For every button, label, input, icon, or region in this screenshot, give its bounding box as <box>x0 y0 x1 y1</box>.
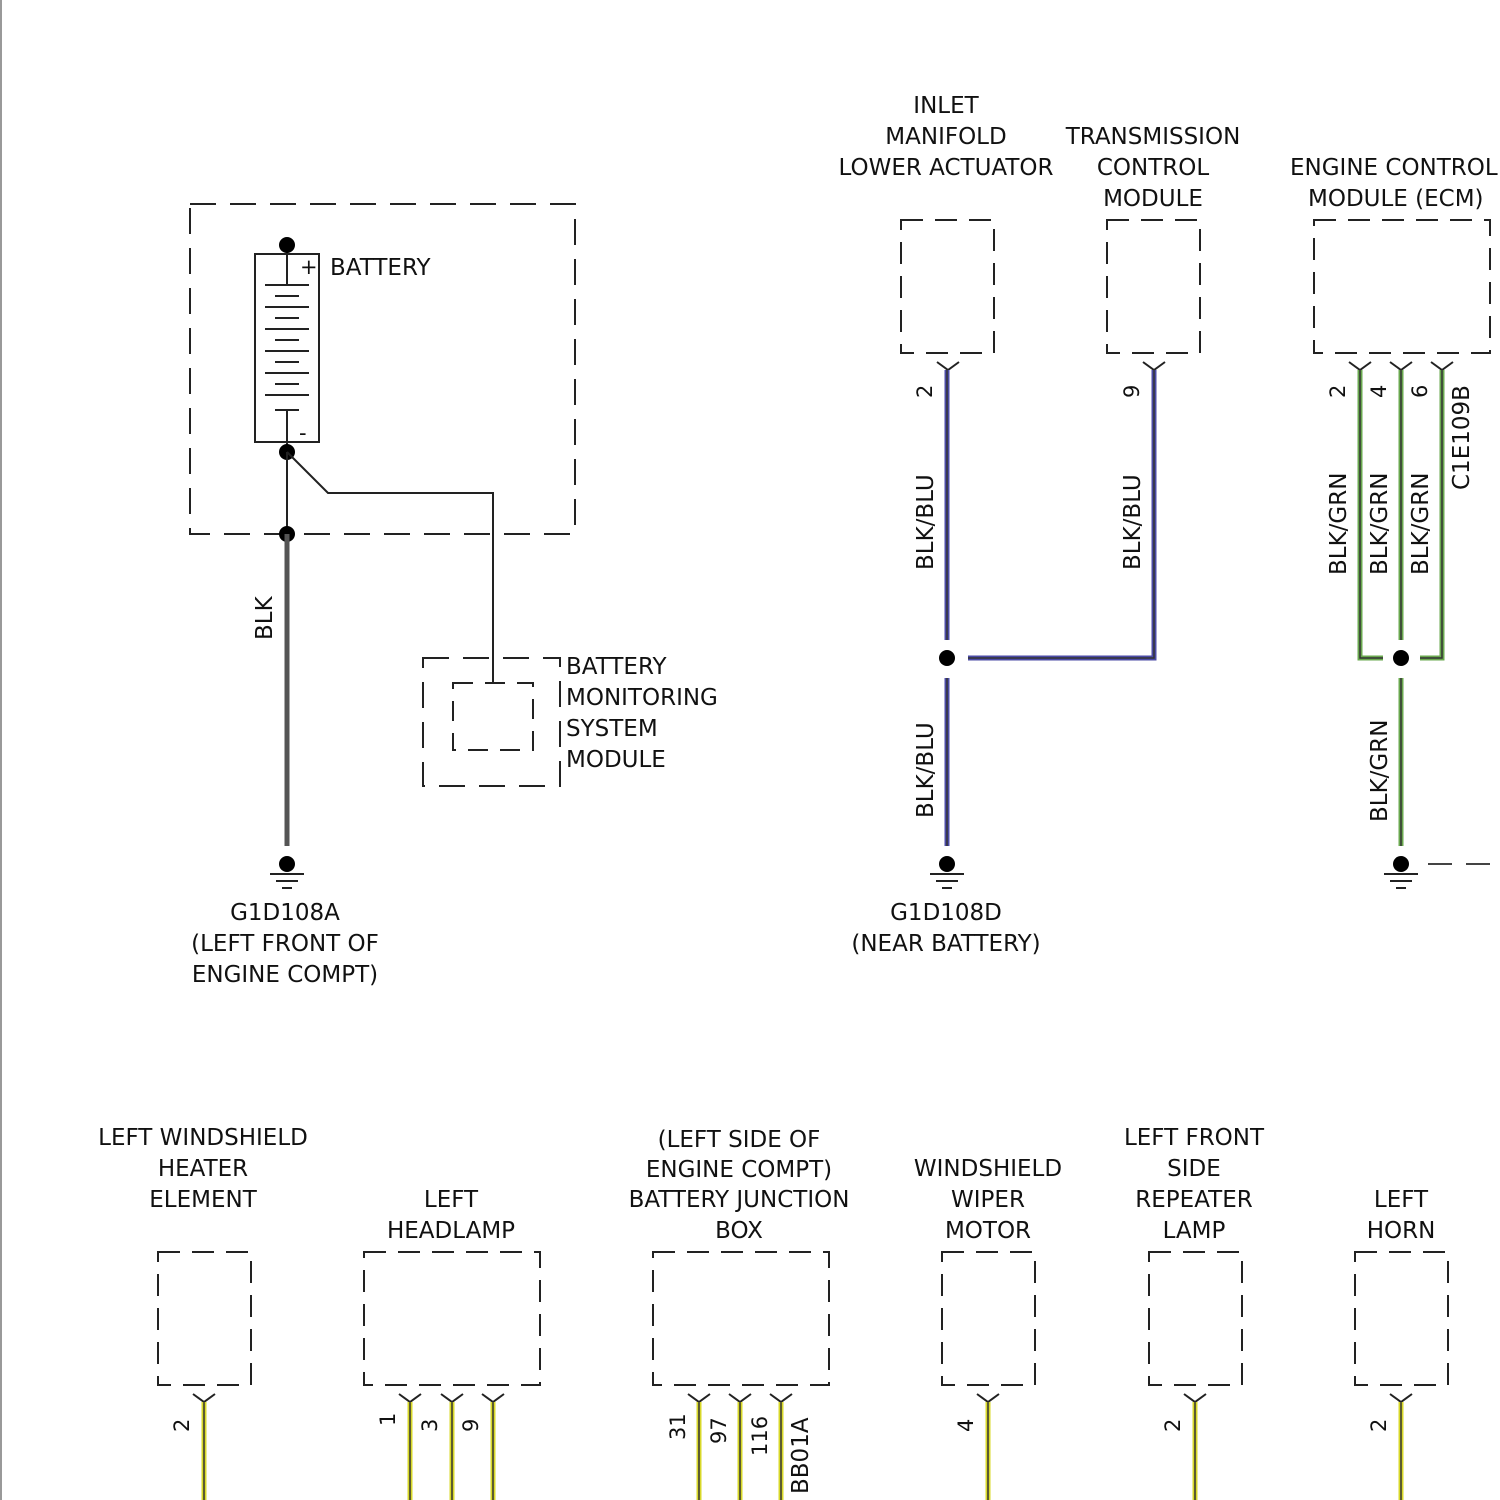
repeater-label-4: LAMP <box>1163 1218 1226 1244</box>
bms-inner-box <box>453 683 533 750</box>
battery-label: BATTERY <box>330 255 431 281</box>
pin-inlet: 2 <box>913 385 937 398</box>
pin-ecm-3: 6 <box>1408 385 1432 398</box>
ecm-box <box>1314 220 1490 353</box>
pin-repeater: 2 <box>1161 1419 1185 1432</box>
tcm-label-2: CONTROL <box>1097 155 1210 181</box>
bms-label-1: BATTERY <box>566 654 667 680</box>
pin-junction-box-3: 116 <box>748 1416 772 1456</box>
windshield-heater-label-2: HEATER <box>158 1156 248 1182</box>
junction-box-group: (LEFT SIDE OF ENGINE COMPT) BATTERY JUNC… <box>629 1127 850 1500</box>
splice-dot <box>939 650 955 666</box>
junction-box-label-3: BATTERY JUNCTION <box>629 1187 850 1213</box>
junction-box-connector-label: BB01A <box>788 1417 814 1494</box>
pin-headlamp-3: 9 <box>459 1419 483 1432</box>
horn-group: LEFT HORN 2 <box>1355 1187 1448 1500</box>
ecm-group: ENGINE CONTROL MODULE (ECM) 2 4 6 C1E109… <box>1290 155 1500 888</box>
ground-label-1: G1D108D <box>890 900 1002 926</box>
inlet-label-1: INLET <box>913 93 979 119</box>
inlet-label-2: MANIFOLD <box>885 124 1006 150</box>
battery-minus-label: - <box>299 421 307 445</box>
pin-ecm-2: 4 <box>1367 385 1391 398</box>
bms-enclosure <box>423 658 560 786</box>
pin-junction-box-2: 97 <box>707 1417 731 1444</box>
windshield-heater-group: LEFT WINDSHIELD HEATER ELEMENT 2 <box>98 1125 308 1500</box>
headlamp-group: LEFT HEADLAMP 1 3 9 <box>364 1187 540 1500</box>
bms-label-4: MODULE <box>566 747 666 773</box>
ground-label-1: G1D108A <box>230 900 340 926</box>
inlet-tcm-group: INLET MANIFOLD LOWER ACTUATOR TRANSMISSI… <box>838 93 1240 957</box>
wire-label-blk-blu: BLK/BLU <box>913 474 939 570</box>
windshield-heater-box <box>158 1252 251 1385</box>
ecm-label-2: MODULE (ECM) <box>1308 186 1484 212</box>
pin-tcm: 9 <box>1120 385 1144 398</box>
wiper-label-1: WINDSHIELD <box>914 1156 1062 1182</box>
ground-label-3: ENGINE COMPT) <box>192 962 378 988</box>
ecm-connector-label: C1E109B <box>1449 385 1475 490</box>
wiper-group: WINDSHIELD WIPER MOTOR 4 <box>914 1156 1062 1500</box>
wire-label-blk-grn: BLK/GRN <box>1367 720 1393 822</box>
inlet-label-3: LOWER ACTUATOR <box>838 155 1053 181</box>
splice-dot <box>1393 650 1409 666</box>
repeater-label-3: REPEATER <box>1135 1187 1252 1213</box>
bms-sense-wire <box>287 452 493 683</box>
ground-icon <box>930 856 964 888</box>
bms-label-2: MONITORING <box>566 685 718 711</box>
wire-label-blk-grn: BLK/GRN <box>1367 473 1393 575</box>
headlamp-label-2: HEADLAMP <box>387 1218 515 1244</box>
battery-group: + - BATTERY BLK BATTERY MONITORING SYSTE… <box>190 204 718 988</box>
wire-label-blk-grn: BLK/GRN <box>1408 473 1434 575</box>
pin-ecm-1: 2 <box>1326 385 1350 398</box>
battery-enclosure <box>190 204 575 534</box>
windshield-heater-label-1: LEFT WINDSHIELD <box>98 1125 308 1151</box>
wire-label-blk-grn: BLK/GRN <box>1326 473 1352 575</box>
junction-box-label-2: ENGINE COMPT) <box>646 1157 832 1183</box>
junction-box-label-4: BOX <box>715 1218 763 1244</box>
tcm-label-3: MODULE <box>1103 186 1203 212</box>
ground-label-2: (NEAR BATTERY) <box>851 931 1040 957</box>
pin-horn: 2 <box>1367 1419 1391 1432</box>
ground-icon <box>1384 856 1418 888</box>
wiper-label-2: WIPER <box>951 1187 1025 1213</box>
repeater-label-2: SIDE <box>1167 1156 1221 1182</box>
wire-label-blk-blu: BLK/BLU <box>913 722 939 818</box>
windshield-heater-label-3: ELEMENT <box>149 1187 257 1213</box>
repeater-label-1: LEFT FRONT <box>1124 1125 1265 1151</box>
repeater-group: LEFT FRONT SIDE REPEATER LAMP 2 <box>1124 1125 1265 1500</box>
ground-icon <box>270 856 304 888</box>
repeater-box <box>1149 1252 1242 1385</box>
bms-label-3: SYSTEM <box>566 716 658 742</box>
pin-junction-box-1: 31 <box>666 1413 690 1440</box>
headlamp-label-1: LEFT <box>424 1187 479 1213</box>
pin-headlamp-1: 1 <box>376 1413 400 1426</box>
battery-symbol: + - <box>255 246 319 452</box>
wire-label-blk-blu: BLK/BLU <box>1120 474 1146 570</box>
pin-headlamp-2: 3 <box>418 1419 442 1432</box>
battery-positive-terminal <box>279 237 295 253</box>
ground-label-2: (LEFT FRONT OF <box>191 931 379 957</box>
junction-box-label-1: (LEFT SIDE OF <box>658 1127 821 1153</box>
headlamp-box <box>364 1252 540 1385</box>
inlet-box <box>901 220 994 353</box>
horn-label-2: HORN <box>1367 1218 1436 1244</box>
ecm-label-1: ENGINE CONTROL <box>1290 155 1498 181</box>
wiper-box <box>942 1252 1035 1385</box>
battery-plus-label: + <box>300 255 318 279</box>
junction-box-box <box>653 1252 829 1385</box>
wiper-label-3: MOTOR <box>945 1218 1031 1244</box>
horn-label-1: LEFT <box>1374 1187 1429 1213</box>
horn-box <box>1355 1252 1448 1385</box>
tcm-box <box>1107 220 1200 353</box>
tcm-label-1: TRANSMISSION <box>1065 124 1241 150</box>
pin-wiper: 4 <box>954 1419 978 1432</box>
wire-label-blk: BLK <box>252 595 278 640</box>
pin-windshield-heater: 2 <box>170 1419 194 1432</box>
